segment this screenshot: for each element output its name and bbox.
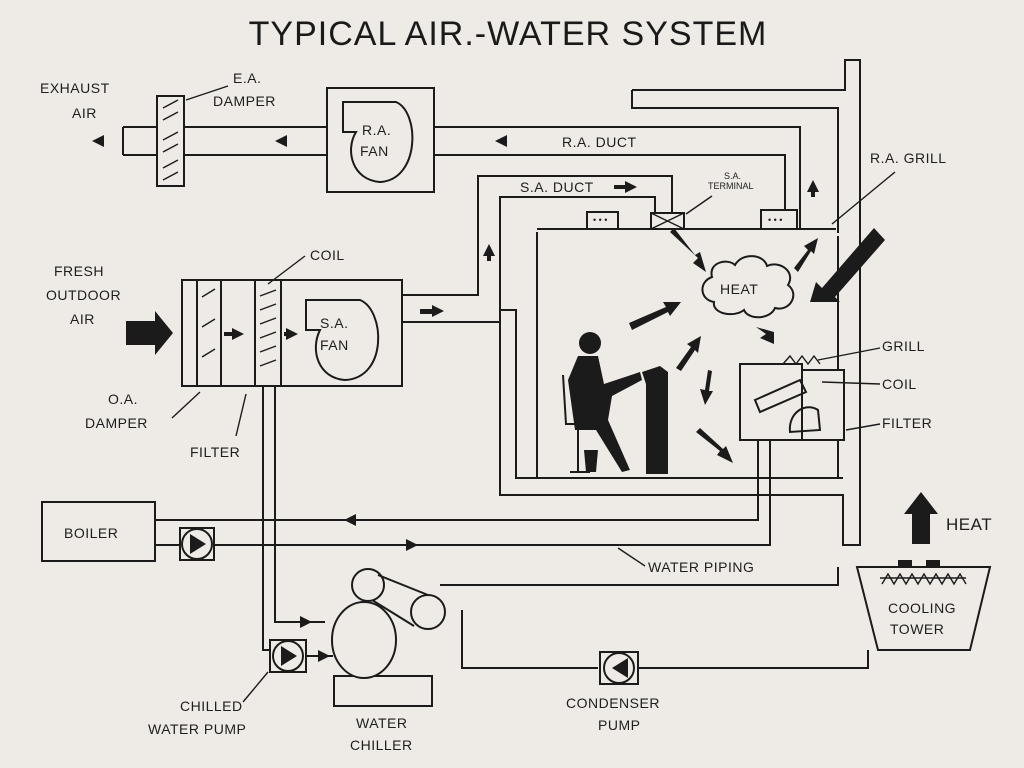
water-chiller-label-1: WATER xyxy=(356,715,408,731)
water-chiller-label-2: CHILLER xyxy=(350,737,413,753)
water-piping-label: WATER PIPING xyxy=(648,559,754,575)
heat-cloud-label: HEAT xyxy=(720,281,758,297)
water-chiller xyxy=(331,568,446,707)
oa-damper-label-2: DAMPER xyxy=(85,415,148,431)
boiler xyxy=(41,501,156,562)
ea-damper-label-1: E.A. xyxy=(233,70,261,86)
fresh-outdoor-air-label-1: FRESH xyxy=(54,263,104,279)
ra-duct xyxy=(92,126,819,228)
cooling-tower-label-1: COOLING xyxy=(888,600,956,616)
diagram-title: TYPICAL AIR.-WATER SYSTEM xyxy=(249,15,768,53)
svg-text:• • •: • • • xyxy=(768,215,782,225)
svg-text:• • •: • • • xyxy=(593,215,607,225)
sa-fan-label-2: FAN xyxy=(320,337,349,353)
fresh-outdoor-air-label-3: AIR xyxy=(70,311,95,327)
return-plenum xyxy=(499,59,861,546)
condenser-pump-label-1: CONDENSER xyxy=(566,695,660,711)
room-fan-coil-unit xyxy=(739,354,845,441)
exhaust-air-label-1: EXHAUST xyxy=(40,80,110,96)
chilled-water-pump-label-1: CHILLED xyxy=(180,698,243,714)
sa-duct xyxy=(402,175,673,323)
heat-arrows xyxy=(629,228,885,463)
oa-damper-label-1: O.A. xyxy=(108,391,138,407)
cooling-tower-label-2: TOWER xyxy=(890,621,944,637)
heat-rejection-arrow-icon xyxy=(904,492,938,544)
condenser-pump-icon xyxy=(599,651,639,685)
heat-top-label: HEAT xyxy=(946,515,992,534)
filter-right-label: FILTER xyxy=(882,415,932,431)
filter-left-label: FILTER xyxy=(190,444,240,460)
ra-duct-label: R.A. DUCT xyxy=(562,134,637,150)
ra-fan-label-2: FAN xyxy=(360,143,389,159)
boiler-label: BOILER xyxy=(64,525,118,541)
ra-grill-label: R.A. GRILL xyxy=(870,150,947,166)
fresh-outdoor-air-label-2: OUTDOOR xyxy=(46,287,121,303)
cooling-tower xyxy=(855,560,992,651)
chilled-water-pump-label-2: WATER PUMP xyxy=(148,721,246,737)
heat-cloud xyxy=(701,255,795,319)
air-handling-unit xyxy=(181,279,403,387)
grill-label: GRILL xyxy=(882,338,925,354)
sa-terminal-label-2: TERMINAL xyxy=(708,181,754,191)
person-at-desk-icon xyxy=(562,332,668,474)
coil-right-label: COIL xyxy=(882,376,917,392)
chilled-water-pump-icon xyxy=(269,639,333,673)
coil-top-label: COIL xyxy=(310,247,345,263)
exhaust-air-label-2: AIR xyxy=(72,105,97,121)
room: • • • • • • xyxy=(536,209,839,478)
ea-damper xyxy=(156,95,185,187)
sa-duct-label: S.A. DUCT xyxy=(520,179,594,195)
condenser-pump-label-2: PUMP xyxy=(598,717,640,733)
boiler-pump-icon xyxy=(179,527,215,561)
sa-terminal-label-1: S.A. xyxy=(724,171,741,181)
sa-fan-label-1: S.A. xyxy=(320,315,348,331)
ra-fan-label-1: R.A. xyxy=(362,122,391,138)
outdoor-air-arrow xyxy=(126,311,173,355)
ea-damper-label-2: DAMPER xyxy=(213,93,276,109)
ra-fan xyxy=(326,87,435,193)
